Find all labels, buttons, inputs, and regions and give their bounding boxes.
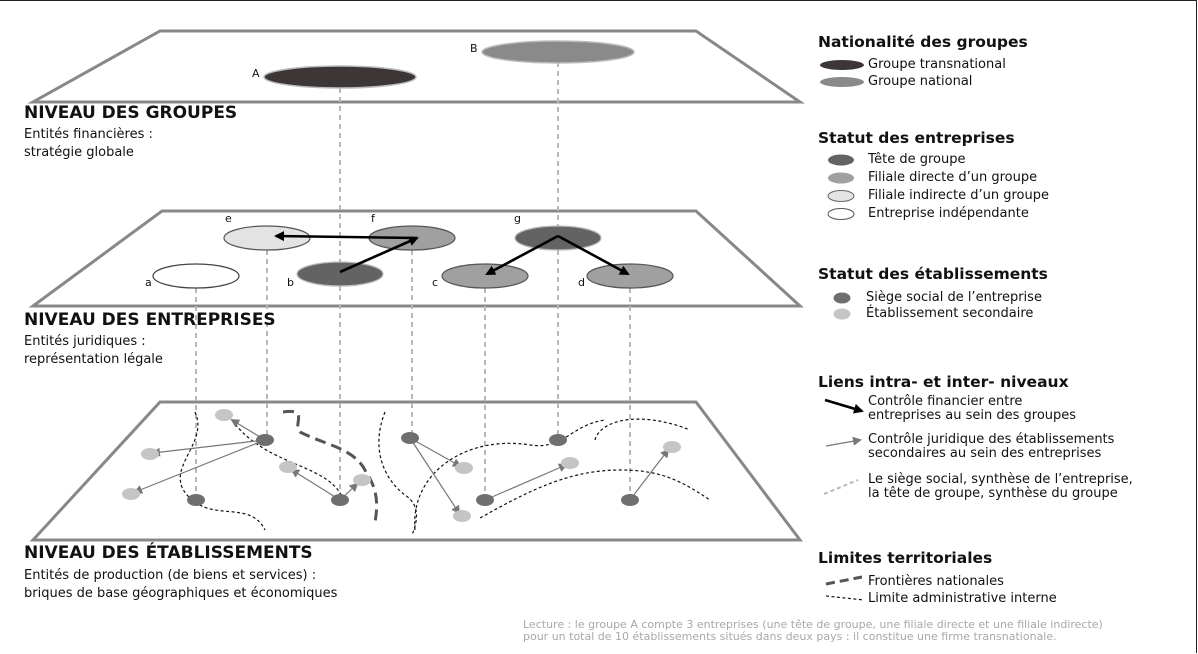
legend-secondaire-label: Établissement secondaire — [866, 306, 1034, 321]
level-etablissements-line2: briques de base géographiques et économi… — [24, 586, 338, 601]
level-etablissements-title: NIVEAU DES ÉTABLISSEMENTS — [24, 543, 313, 563]
legend-synthesis-line — [823, 479, 859, 495]
enterprise-g — [514, 225, 602, 251]
siege-dot — [476, 494, 494, 506]
secondary-dot — [279, 461, 297, 473]
level-etablissements-line1: Entités de production (de biens et servi… — [24, 568, 317, 583]
legend-siege-swatch — [833, 292, 851, 304]
enterprise-a-label: a — [145, 276, 152, 289]
legend-interne-label: Limite administrative interne — [868, 591, 1057, 606]
synthesis-links — [195, 62, 631, 497]
secondary-dot — [561, 457, 579, 469]
legend-limites-title: Limites territoriales — [818, 549, 993, 567]
level-entreprises-line1: Entités juridiques : — [24, 334, 146, 349]
legend-transnational-label: Groupe transnational — [868, 57, 1006, 72]
legal-control-arrows — [133, 418, 670, 515]
group-B-label: B — [470, 42, 478, 55]
secondary-dot — [663, 441, 681, 453]
plane-entreprises — [28, 209, 804, 308]
secondary-dot — [122, 488, 140, 500]
establishments-sieges — [187, 432, 639, 506]
enterprise-b-label: b — [287, 276, 294, 289]
establishments-secondaires — [122, 409, 681, 522]
siege-dot — [549, 434, 567, 446]
legend-synthese-line2: la tête de groupe, synthèse du groupe — [868, 486, 1118, 501]
reading-note-line1: Lecture : le groupe A compte 3 entrepris… — [523, 618, 1103, 631]
siege-dot — [621, 494, 639, 506]
level-groupes-line2: stratégie globale — [24, 145, 134, 160]
siege-dot — [401, 432, 419, 444]
legend-indirecte-swatch — [827, 190, 855, 202]
secondary-dot — [215, 409, 233, 421]
legend-financier-line2: entreprises au sein des groupes — [868, 408, 1077, 423]
siege-dot — [331, 494, 349, 506]
level-groupes-title: NIVEAU DES GROUPES — [24, 103, 238, 123]
siege-dot — [187, 494, 205, 506]
group-B — [481, 40, 635, 64]
legend-admin-line — [825, 595, 865, 601]
secondary-dot — [141, 448, 159, 460]
enterprise-a — [152, 263, 240, 289]
secondary-dot — [353, 474, 371, 486]
legend-secondaire-swatch — [833, 308, 851, 320]
legend-directe-label: Filiale directe d’un groupe — [868, 170, 1038, 185]
legend-statut-entreprises-title: Statut des entreprises — [818, 129, 1015, 147]
legend-frontieres-label: Frontières nationales — [868, 574, 1004, 589]
enterprise-d-label: d — [578, 276, 585, 289]
enterprise-f-label: f — [371, 212, 376, 225]
legend-tete-swatch — [828, 154, 854, 166]
reading-note-line2: pour un total de 10 établissements situé… — [523, 630, 1057, 643]
secondary-dot — [453, 510, 471, 522]
level-entreprises-line2: représentation légale — [24, 352, 163, 367]
siege-dot — [256, 434, 274, 446]
legend-national-swatch — [820, 77, 864, 87]
legend-indirecte-label: Filiale indirecte d’un groupe — [868, 188, 1049, 203]
legend-synthese-line1: Le siège social, synthèse de l’entrepris… — [868, 472, 1133, 487]
legend-statut-etablissements-title: Statut des établissements — [818, 265, 1048, 283]
group-A-label: A — [252, 67, 260, 80]
enterprise-g-label: g — [514, 212, 521, 225]
legend-symbols — [820, 60, 865, 601]
enterprise-e-label: e — [225, 212, 232, 225]
legend-legal-arrow — [825, 436, 862, 447]
secondary-dot — [455, 462, 473, 474]
financial-control-arrows — [274, 231, 630, 276]
legend-national-label: Groupe national — [868, 74, 973, 89]
level-groupes-line1: Entités financières : — [24, 127, 153, 142]
national-border — [282, 409, 379, 523]
legend-transnational-swatch — [820, 60, 864, 70]
legend-financier-line1: Contrôle financier entre — [868, 394, 1023, 409]
legend-siege-label: Siège social de l’entreprise — [866, 290, 1042, 305]
legend-nationalite-title: Nationalité des groupes — [818, 33, 1028, 51]
legend-independante-label: Entreprise indépendante — [868, 206, 1029, 221]
enterprise-d — [586, 263, 674, 289]
plane-etablissements — [29, 400, 804, 542]
enterprise-e — [223, 225, 311, 251]
legend-liens-title: Liens intra- et inter- niveaux — [818, 373, 1069, 391]
legend-tete-label: Tête de groupe — [868, 152, 966, 167]
group-A — [263, 65, 417, 89]
plane-groupes — [27, 29, 805, 104]
legend-juridique-line1: Contrôle juridique des établissements — [868, 432, 1115, 447]
legend-independante-swatch — [827, 208, 855, 220]
legend-juridique-line2: secondaires au sein des entreprises — [868, 446, 1102, 461]
level-entreprises-title: NIVEAU DES ENTREPRISES — [24, 310, 276, 330]
legend-directe-swatch — [828, 172, 854, 184]
internal-admin-limits — [179, 411, 711, 536]
legend-financial-arrow — [824, 398, 864, 414]
enterprise-c — [441, 263, 529, 289]
enterprise-c-label: c — [432, 276, 438, 289]
enterprise-b — [296, 261, 384, 287]
legend-border-line — [825, 575, 863, 586]
